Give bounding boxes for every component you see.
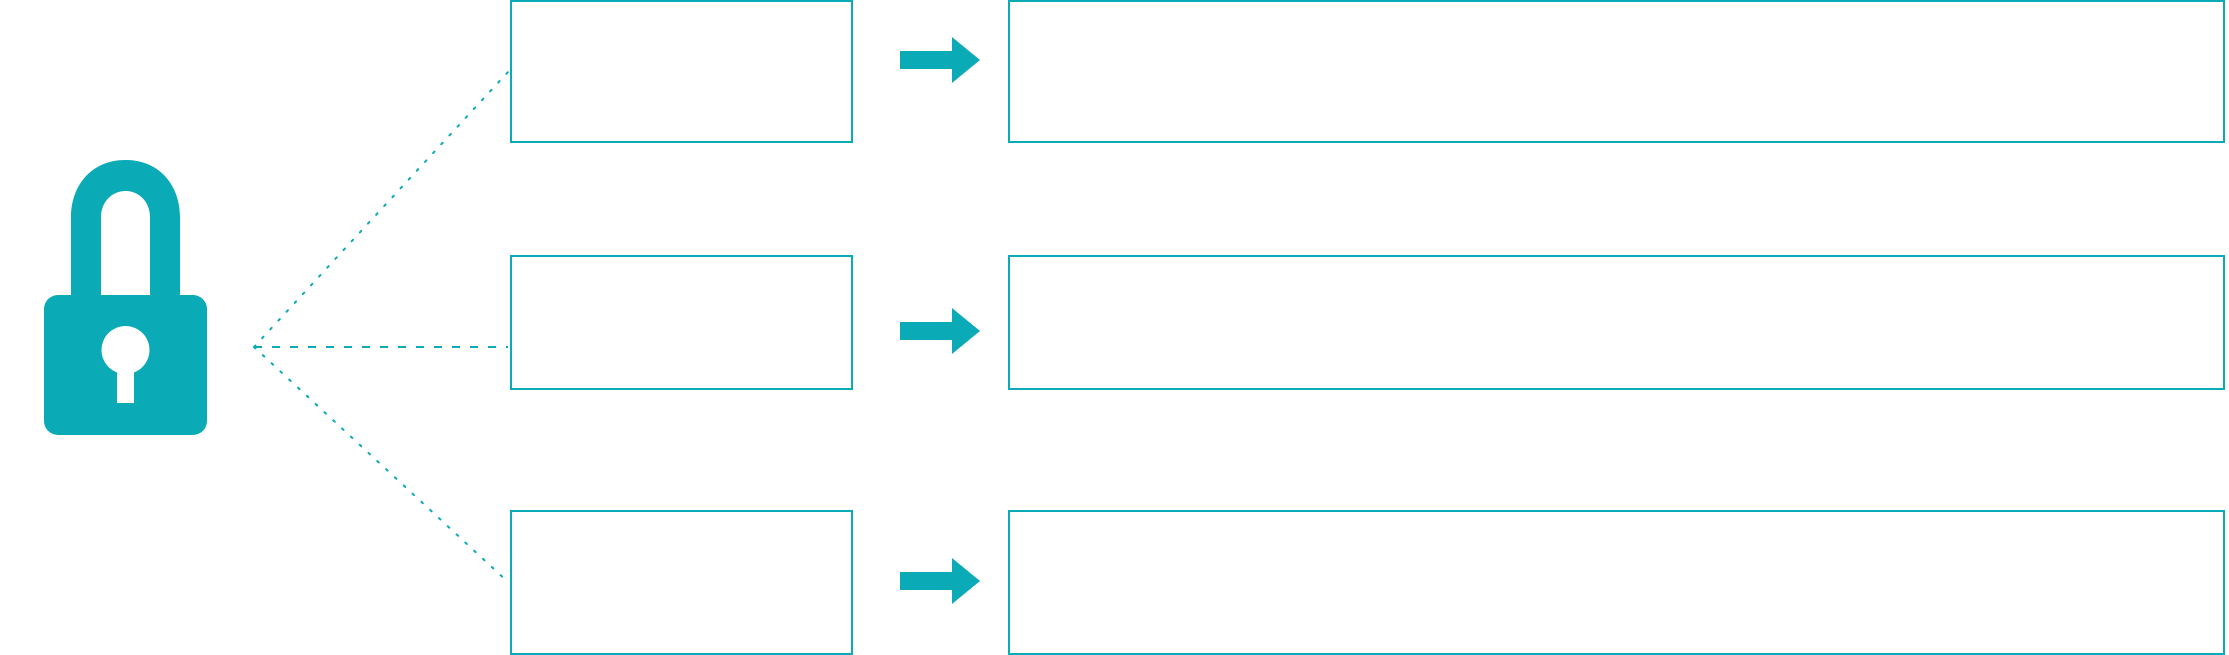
lock-icon-glyph [44,160,207,435]
arrow-row-3 [900,558,980,604]
lock-icon [44,155,207,435]
right-box-row-3[interactable] [1008,510,2225,655]
arrow-row-2 [900,308,980,354]
arrow-right-icon [900,37,980,83]
left-box-row-1[interactable] [510,0,853,143]
left-box-row-2[interactable] [510,255,853,390]
arrow-row-1 [900,37,980,83]
left-box-row-3[interactable] [510,510,853,655]
right-box-row-1[interactable] [1008,0,2225,143]
arrow-right-icon [900,308,980,354]
arrow-right-icon [900,558,980,604]
connector-line-row-1 [253,71,509,348]
right-box-row-2[interactable] [1008,255,2225,390]
connector-line-row-3 [253,346,509,583]
